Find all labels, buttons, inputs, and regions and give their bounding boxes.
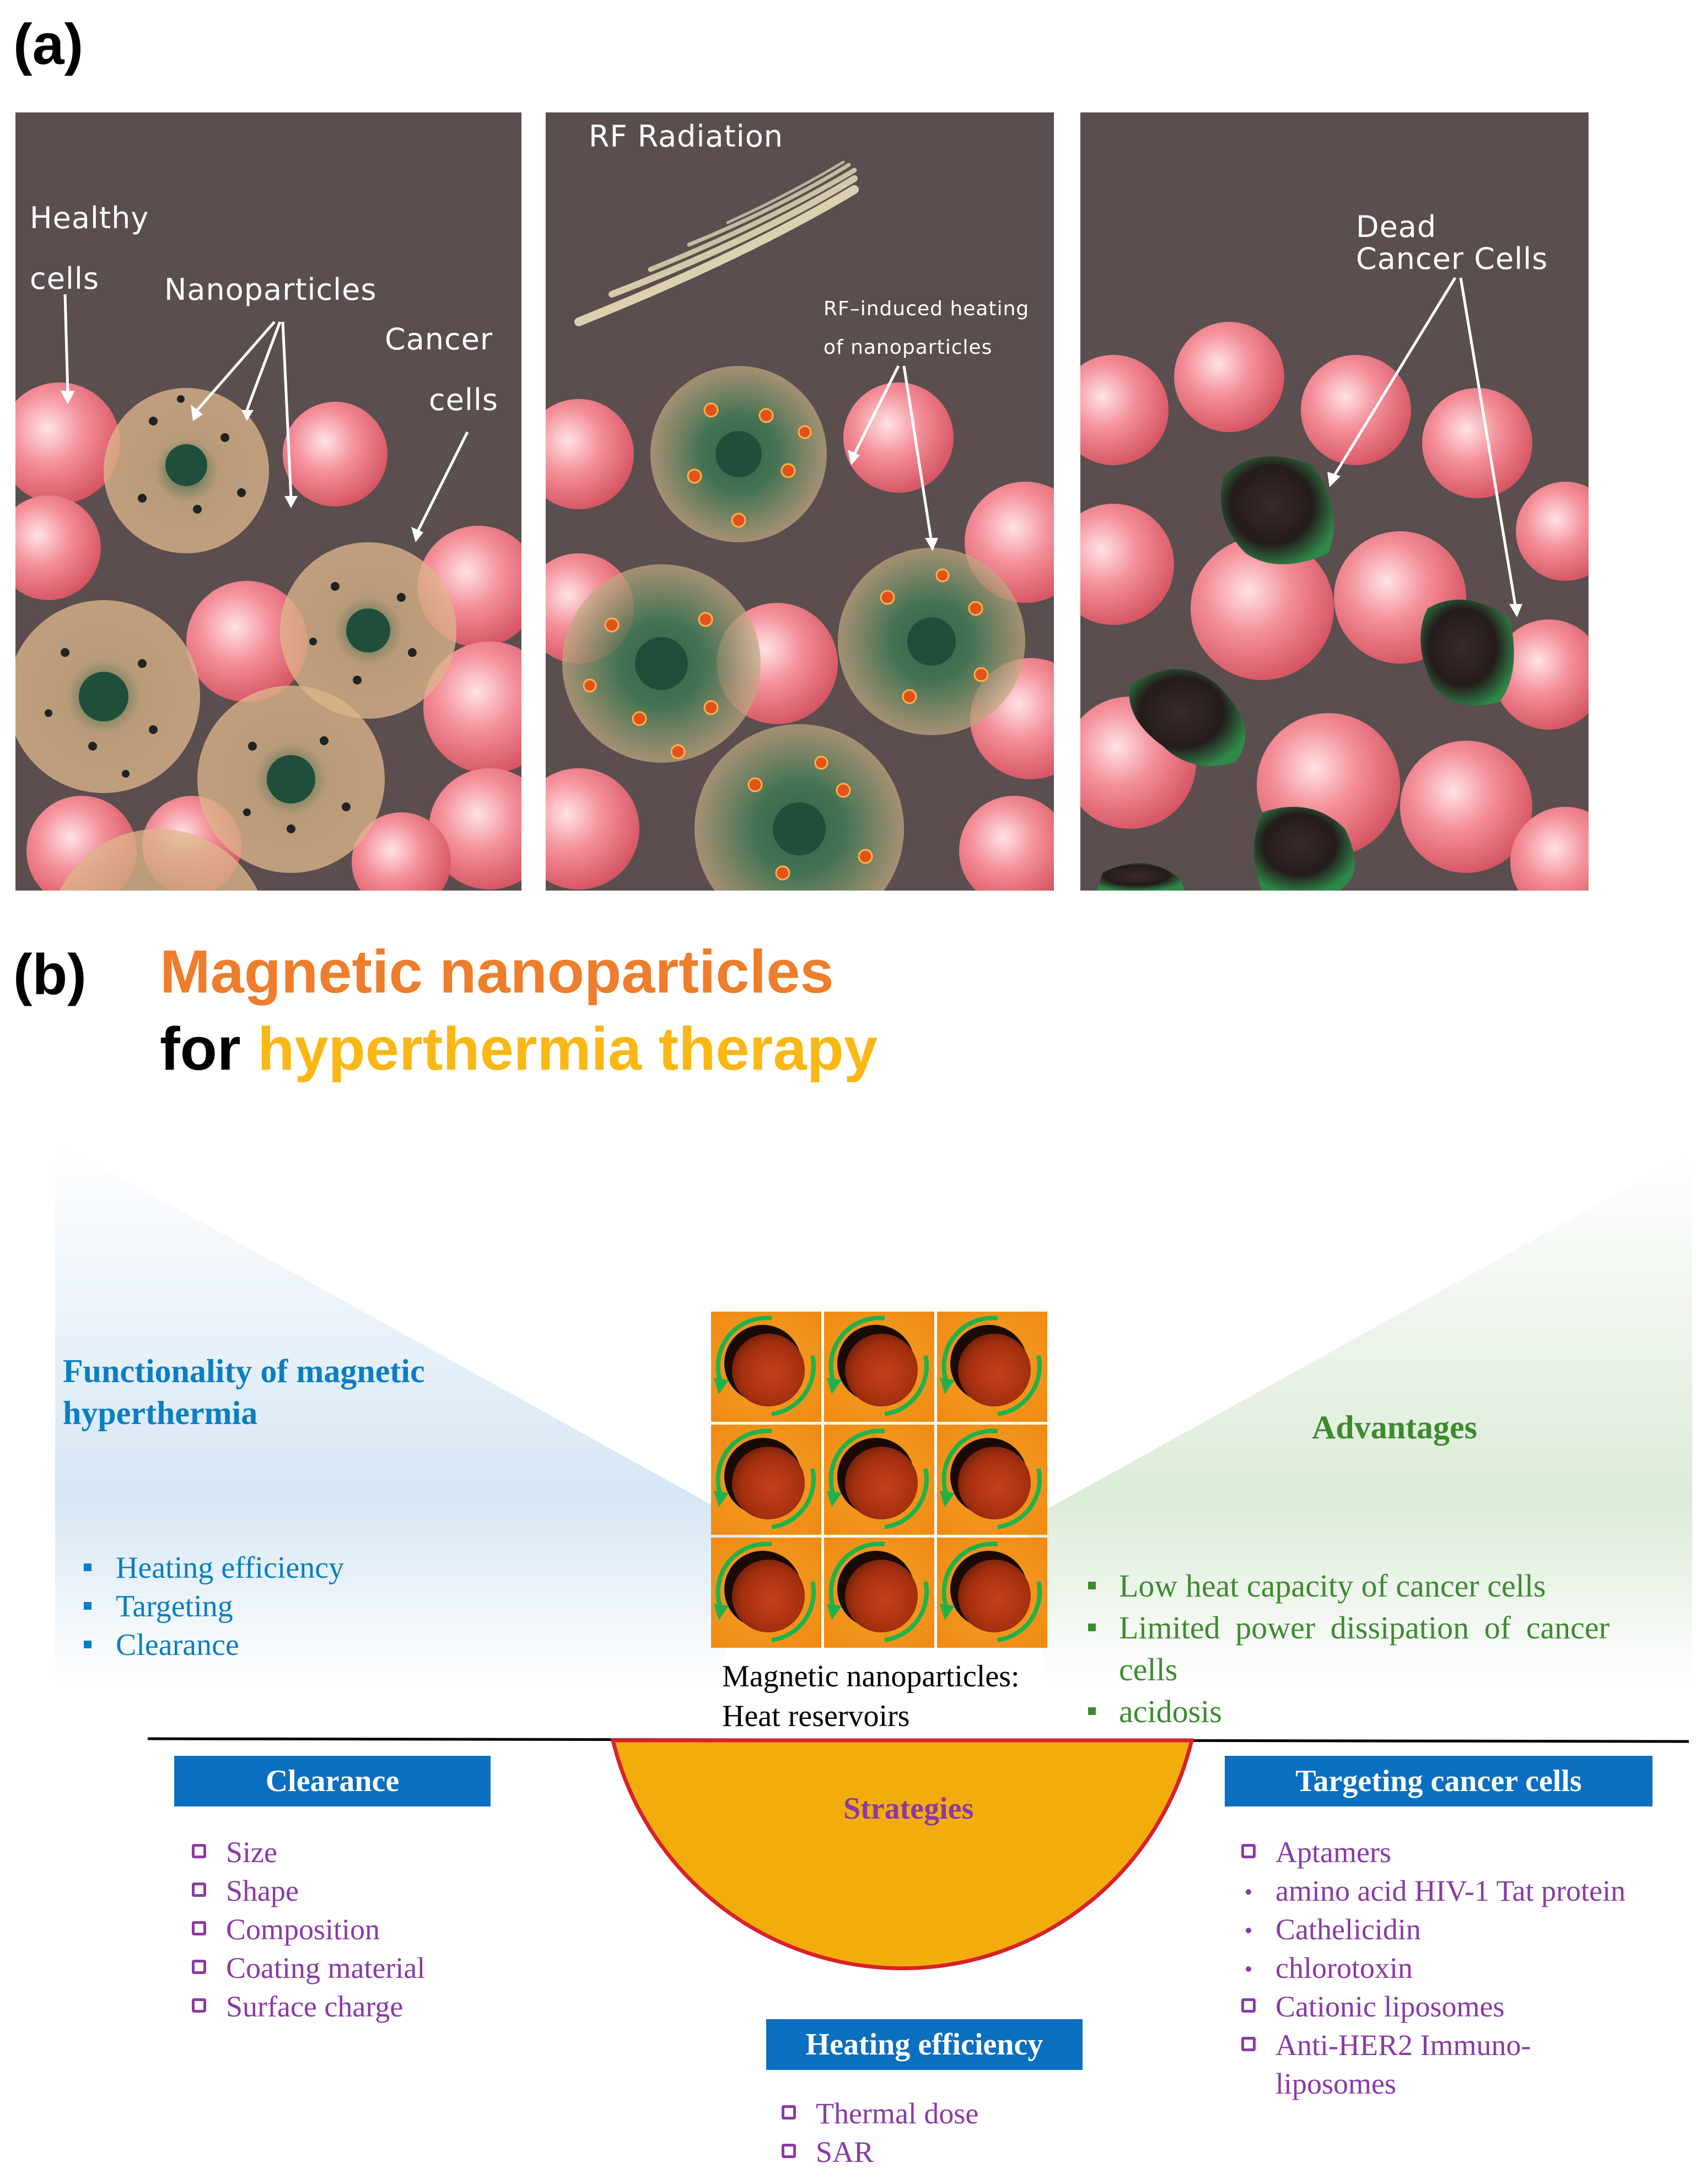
magnetic-nanoparticle-grid: [711, 1312, 1047, 1648]
functionality-list: Heating efficiency Targeting Clearance: [77, 1549, 344, 1664]
nanoparticle-tile: [937, 1312, 1047, 1422]
targeting-item: amino acid HIV-1 Tat protein: [1237, 1872, 1656, 1910]
arrowhead-icon: [827, 1604, 842, 1620]
rotation-arrow-icon: [941, 1541, 998, 1610]
clearance-item: Size: [187, 1833, 425, 1872]
clearance-list: Size Shape Composition Coating material …: [187, 1833, 425, 2026]
nanoparticles-label: Nanoparticles: [164, 272, 377, 307]
dead-cancer-cells-label-line2: Cancer Cells: [1356, 241, 1548, 276]
heating-item: Thermal dose: [777, 2094, 978, 2133]
targeting-item: chlorotoxin: [1237, 1949, 1656, 1987]
nanoparticle-tile: [824, 1538, 934, 1648]
clearance-item: Coating material: [187, 1949, 425, 1987]
rotation-arrow-icon: [771, 1355, 816, 1416]
rotation-arrow-icon: [771, 1581, 816, 1642]
rotation-arrow-icon: [997, 1468, 1042, 1529]
rotation-arrow-icon: [715, 1541, 772, 1610]
heating-item: SAR: [777, 2133, 978, 2171]
panel-a-right-image: Dead Cancer Cells: [1080, 112, 1589, 891]
title-line2-prefix: for: [160, 1015, 258, 1083]
functionality-item: Heating efficiency: [77, 1549, 344, 1587]
title-line2: for hyperthermia therapy: [160, 1014, 878, 1084]
arrowhead-icon: [827, 1491, 842, 1507]
rotation-arrow-icon: [884, 1581, 929, 1642]
functionality-item: Targeting: [77, 1587, 344, 1626]
clearance-item: Surface charge: [187, 1987, 425, 2026]
rotation-arrow-icon: [715, 1315, 772, 1384]
rotation-arrow-icon: [828, 1428, 885, 1497]
dead-cells-illustration: [1080, 277, 1589, 891]
advantages-list: Low heat capacity of cancer cells Limite…: [1080, 1565, 1610, 1733]
nanoparticle-tile: [711, 1312, 821, 1422]
rotation-arrow-icon: [941, 1428, 998, 1497]
rf-radiation-label: RF Radiation: [589, 119, 783, 154]
advantage-item: acidosis: [1080, 1691, 1610, 1733]
rotation-arrow-icon: [884, 1468, 929, 1529]
targeting-item: Cationic liposomes: [1237, 1987, 1656, 2026]
nanoparticle-tile: [711, 1425, 821, 1535]
advantage-item: Low heat capacity of cancer cells: [1080, 1565, 1610, 1607]
panel-a-left-image: Healthy cells Nanoparticles Cancer cells: [15, 112, 521, 891]
rf-heating-label-line2: of nanoparticles: [823, 336, 993, 359]
nanoparticle-tile: [937, 1538, 1047, 1648]
nanoparticle-tile: [711, 1538, 821, 1648]
rotation-arrow-icon: [997, 1581, 1042, 1642]
nanoparticle-tile: [824, 1425, 934, 1535]
functionality-item: Clearance: [77, 1626, 344, 1664]
advantages-heading: Advantages: [1312, 1409, 1478, 1446]
strategies-bowl: [147, 1737, 1689, 1971]
rf-heating-label-line1: RF–induced heating: [823, 298, 1030, 320]
title-line1: Magnetic nanoparticles: [160, 938, 834, 1006]
clearance-box: Clearance: [174, 1756, 491, 1806]
arrowhead-icon: [714, 1491, 729, 1507]
rotation-arrow-icon: [884, 1355, 929, 1416]
panel-a-middle-image: RF Radiation RF–induced heating of nanop…: [546, 112, 1054, 891]
targeting-list: Aptamers amino acid HIV-1 Tat protein Ca…: [1237, 1833, 1656, 2103]
targeting-item: Anti-HER2 Immuno-liposomes: [1237, 2026, 1584, 2103]
cancer-cells-label-line2: cells: [429, 382, 499, 417]
panel-b-background-wedges: [55, 1141, 1692, 1686]
cell-illustration-healthy-and-cancer: [15, 294, 521, 891]
advantage-item: Limited power dissipation of cancer cell…: [1080, 1607, 1610, 1691]
arrowhead-icon: [714, 1604, 729, 1620]
arrowhead-icon: [714, 1378, 729, 1394]
heating-efficiency-box: Heating efficiency: [766, 2019, 1083, 2070]
arrowhead-icon: [940, 1491, 955, 1507]
rotation-arrow-icon: [715, 1428, 772, 1497]
nanoparticle-tile: [937, 1425, 1047, 1535]
functionality-heading: Functionality of magnetic hyperthermia: [63, 1353, 425, 1431]
nanoparticle-tile: [824, 1312, 934, 1422]
targeting-item: Cathelicidin: [1237, 1910, 1656, 1949]
caption-line1: Magnetic nanoparticles:: [722, 1659, 1020, 1694]
nanoparticle-caption: Magnetic nanoparticles: Heat reservoirs: [722, 1657, 1020, 1736]
arrowhead-icon: [940, 1604, 955, 1620]
strategies-label: Strategies: [843, 1792, 974, 1826]
heating-efficiency-list: Thermal dose SAR: [777, 2094, 978, 2171]
rotation-arrow-icon: [941, 1315, 998, 1384]
title-line2-highlight: hyperthermia therapy: [257, 1015, 878, 1083]
clearance-item: Shape: [187, 1872, 425, 1910]
panel-a-label: (a): [13, 13, 84, 77]
rotation-arrow-icon: [828, 1541, 885, 1610]
caption-line2: Heat reservoirs: [722, 1699, 910, 1733]
rotation-arrow-icon: [771, 1468, 816, 1529]
rotation-arrow-icon: [828, 1315, 885, 1384]
rf-heating-illustration: [546, 160, 1054, 891]
clearance-item: Composition: [187, 1910, 425, 1949]
panel-b-label: (b): [13, 943, 87, 1007]
rotation-arrow-icon: [997, 1355, 1042, 1416]
cancer-cells-label-line1: Cancer: [385, 322, 493, 357]
healthy-cells-label-line2: cells: [30, 261, 100, 296]
dead-cancer-cells-label-line1: Dead: [1356, 209, 1437, 244]
arrowhead-icon: [940, 1378, 955, 1394]
healthy-cells-label-line1: Healthy: [30, 201, 149, 235]
targeting-box: Targeting cancer cells: [1225, 1756, 1652, 1806]
arrowhead-icon: [827, 1378, 842, 1394]
targeting-item: Aptamers: [1237, 1833, 1656, 1872]
